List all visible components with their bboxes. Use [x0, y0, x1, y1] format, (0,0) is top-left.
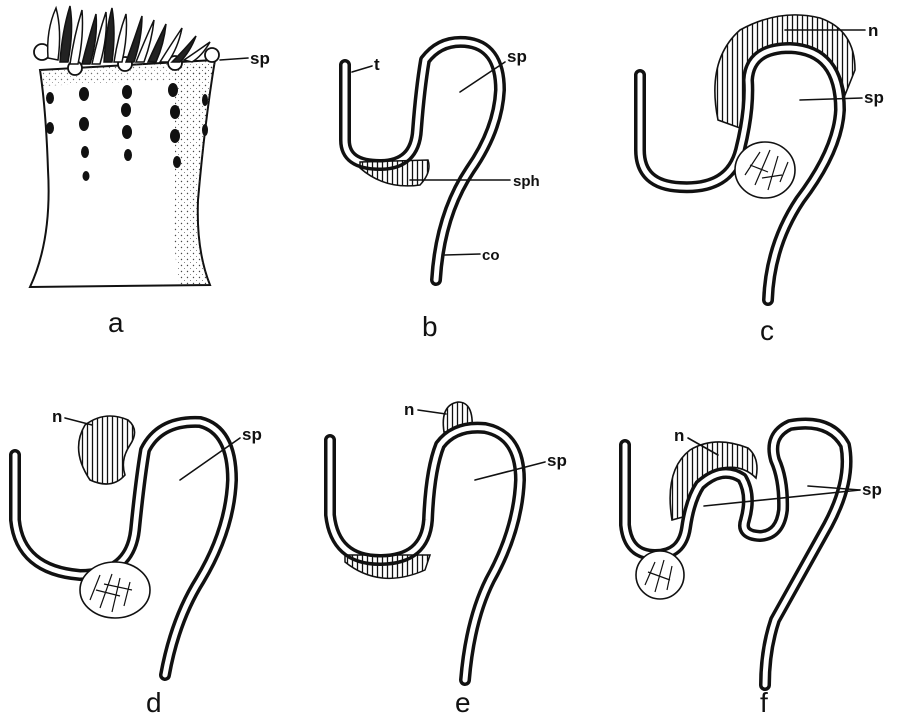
polyp-column [30, 44, 219, 287]
panel-a: sp a [30, 6, 270, 338]
label-sp-e: sp [547, 451, 567, 470]
panel-letter-f: f [760, 687, 768, 718]
nematocyst-battery-d [79, 416, 135, 484]
sphincter-d [80, 562, 150, 618]
panel-d: n sp d [15, 407, 262, 718]
label-sph: sph [513, 173, 540, 190]
label-sp-f: sp [862, 480, 882, 499]
sp-leader-e [475, 462, 545, 480]
panel-letter-d: d [146, 687, 162, 718]
label-n-e: n [404, 400, 414, 419]
panel-letter-b: b [422, 311, 438, 342]
panel-c: n sp c [640, 15, 884, 346]
label-n-d: n [52, 407, 62, 426]
label-n-f: n [674, 426, 684, 445]
panel-letter-e: e [455, 687, 471, 718]
label-n-c: n [868, 21, 878, 40]
label-sp-d: sp [242, 425, 262, 444]
sphincter-b [360, 160, 429, 186]
sphincter-e [345, 555, 430, 578]
n-leader-e [418, 410, 446, 414]
tentacles [48, 6, 210, 64]
sphincter-f [636, 551, 684, 599]
tube-e [330, 428, 520, 680]
panel-f: n sp f [625, 424, 882, 718]
panel-letter-c: c [760, 315, 774, 346]
label-sp: sp [250, 49, 270, 68]
sphincter-c [735, 142, 795, 198]
sp-leader-c [800, 98, 862, 100]
co-leader [445, 254, 480, 255]
label-t: t [374, 55, 380, 74]
label-sp-c: sp [864, 88, 884, 107]
panel-letter-a: a [108, 307, 124, 338]
label-co: co [482, 247, 500, 264]
n-leader-d [65, 418, 92, 425]
panel-b: t sp sph co b [345, 42, 540, 342]
panel-e: n sp e [330, 400, 567, 718]
sp-leader [220, 58, 248, 60]
t-leader [352, 66, 372, 72]
sp-leader-f-2 [808, 486, 860, 490]
label-sp-b: sp [507, 47, 527, 66]
